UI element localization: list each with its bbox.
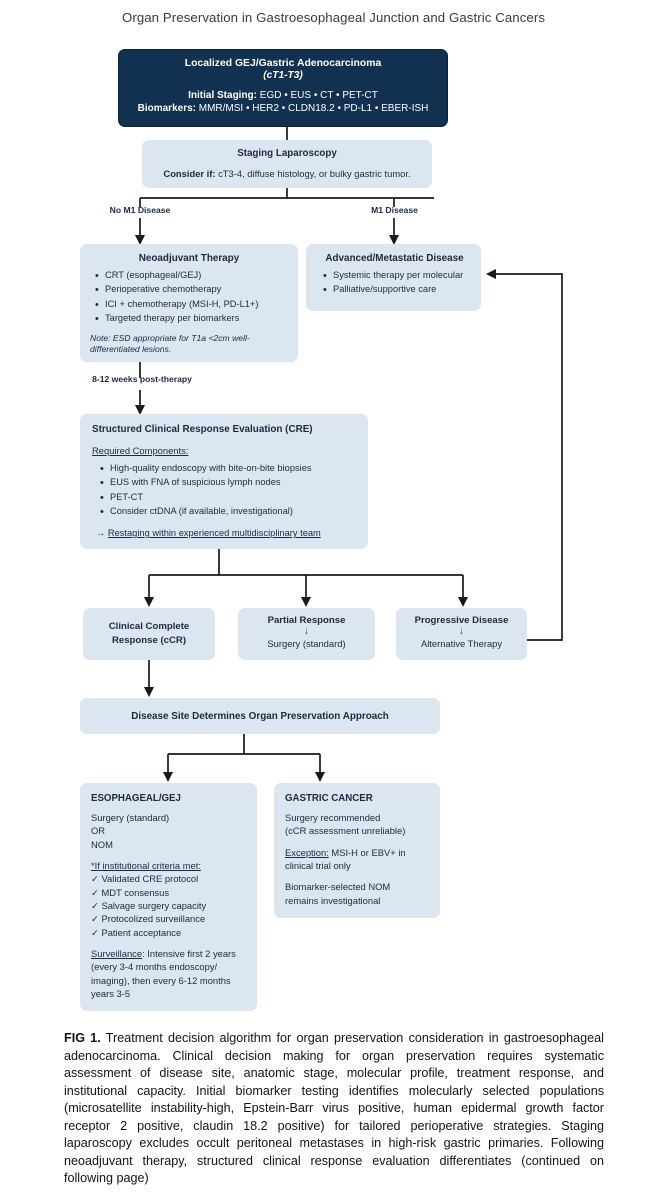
- progressive-action: Alternative Therapy: [420, 638, 503, 650]
- esophageal-criterion: ✓ MDT consensus: [91, 886, 170, 898]
- esophageal-line1: Surgery (standard): [91, 812, 170, 823]
- neoadjuvant-note: Note: ESD appropriate for T1a <2cm well-…: [90, 333, 250, 355]
- esophageal-line3: NOM: [91, 838, 113, 850]
- down-arrow-icon: ↓: [304, 626, 309, 637]
- node-structured-clinical-response-evaluation[interactable]: Structured Clinical Response Evaluation …: [80, 414, 368, 549]
- laparoscopy-title: Staging Laparoscopy: [237, 148, 337, 159]
- advanced-bullet-list: Systemic therapy per molecular Palliativ…: [318, 269, 471, 297]
- gastric-line3: Biomarker-selected NOM: [285, 881, 391, 893]
- gastric-heading: GASTRIC CANCER: [285, 793, 373, 804]
- figure-caption-text: Treatment decision algorithm for organ p…: [64, 1031, 604, 1185]
- primary-staging-value: EGD • EUS • CT • PET-CT: [257, 90, 378, 101]
- connector-lines: [134, 127, 563, 783]
- esophageal-criteria-head: *If institutional criteria met:: [91, 860, 201, 872]
- node-localized-adenocarcinoma[interactable]: Localized GEJ/Gastric Adenocarcinoma (cT…: [118, 49, 448, 127]
- primary-title: Localized GEJ/Gastric Adenocarcinoma: [184, 58, 382, 69]
- primary-staging-label: Initial Staging:: [188, 90, 257, 101]
- ccr-title: Clinical Complete Response (cCR): [108, 621, 190, 646]
- cre-subhead: Required Components:: [92, 445, 189, 456]
- esophageal-heading: ESOPHAGEAL/GEJ: [91, 793, 181, 804]
- primary-biomarkers-label: Biomarkers:: [137, 103, 196, 114]
- primary-biomarkers-value: MMR/MSI • HER2 • CLDN18.2 • PD-L1 • EBER…: [195, 103, 429, 114]
- node-advanced-metastatic-disease[interactable]: Advanced/Metastatic Disease Systemic the…: [306, 244, 481, 311]
- cre-restaging-row: → Restaging within experienced multidisc…: [92, 528, 356, 538]
- list-item: High-quality endoscopy with bite-on-bite…: [100, 462, 356, 476]
- partial-action: Surgery (standard): [267, 638, 346, 650]
- edge-label-m1: M1 Disease: [371, 205, 418, 215]
- esophageal-surveillance-text: : Intensive first 2 years (every 3-4 mon…: [91, 948, 236, 1000]
- down-arrow-icon: ↓: [459, 626, 464, 637]
- progressive-title: Progressive Disease: [414, 615, 509, 626]
- esophageal-surveillance-row: Surveillance: Intensive first 2 years (e…: [91, 947, 246, 1000]
- esophageal-criterion: ✓ Protocolized surveillance: [91, 913, 206, 925]
- list-item: Targeted therapy per biomarkers: [95, 312, 288, 326]
- cre-restaging-text: Restaging within experienced multidiscip…: [107, 528, 321, 539]
- spacer: [91, 939, 246, 947]
- gastric-line2: (cCR assessment unreliable): [285, 825, 406, 837]
- node-esophageal-gej[interactable]: ESOPHAGEAL/GEJ Surgery (standard) OR NOM…: [80, 783, 257, 1011]
- list-item: PET-CT: [100, 491, 356, 505]
- cre-bullet-list: High-quality endoscopy with bite-on-bite…: [92, 462, 356, 519]
- neoadjuvant-bullet-list: CRT (esophageal/GEJ) Perioperative chemo…: [90, 269, 288, 326]
- gastric-line4: remains investigational: [285, 894, 381, 906]
- list-item: CRT (esophageal/GEJ): [95, 269, 288, 283]
- flowchart: No M1 Disease M1 Disease 8-12 weeks post…: [0, 0, 667, 1030]
- laparoscopy-consider-value: cT3-4, diffuse histology, or bulky gastr…: [215, 168, 411, 179]
- esophageal-criterion: ✓ Salvage surgery capacity: [91, 900, 207, 912]
- node-staging-laparoscopy[interactable]: Staging Laparoscopy Consider if: cT3-4, …: [142, 140, 432, 188]
- node-disease-site-determines-approach[interactable]: Disease Site Determines Organ Preservati…: [80, 698, 440, 734]
- partial-title: Partial Response: [267, 615, 346, 626]
- node-gastric-cancer[interactable]: GASTRIC CANCER Surgery recommended (cCR …: [274, 783, 440, 918]
- spacer: [285, 872, 429, 880]
- node-partial-response[interactable]: Partial Response ↓ Surgery (standard): [238, 608, 375, 660]
- laparoscopy-consider-row: Consider if: cT3-4, diffuse histology, o…: [150, 168, 424, 179]
- esophageal-criterion: ✓ Patient acceptance: [91, 926, 182, 938]
- esophageal-surveillance-label: Surveillance: [91, 948, 143, 960]
- list-item: EUS with FNA of suspicious lymph nodes: [100, 476, 356, 490]
- node-progressive-disease[interactable]: Progressive Disease ↓ Alternative Therap…: [396, 608, 527, 660]
- esophageal-line2: OR: [91, 825, 106, 837]
- edge-label-post-therapy: 8-12 weeks post-therapy: [92, 374, 192, 384]
- list-item: Perioperative chemotherapy: [95, 283, 288, 297]
- advanced-title: Advanced/Metastatic Disease: [325, 253, 464, 264]
- gastric-exception-row: Exception: MSI-H or EBV+ in clinical tri…: [285, 846, 429, 873]
- right-arrow-icon: →: [96, 528, 108, 539]
- site-title: Disease Site Determines Organ Preservati…: [131, 710, 389, 722]
- node-clinical-complete-response[interactable]: Clinical Complete Response (cCR): [83, 608, 215, 660]
- list-item: Palliative/supportive care: [323, 283, 471, 297]
- spacer: [285, 838, 429, 846]
- edge-label-no-m1: No M1 Disease: [109, 205, 171, 215]
- spacer: [91, 851, 246, 859]
- laparoscopy-consider-label: Consider if:: [163, 168, 216, 179]
- esophageal-criterion: ✓ Validated CRE protocol: [91, 873, 199, 885]
- cre-title: Structured Clinical Response Evaluation …: [92, 424, 313, 435]
- gastric-line1: Surgery recommended: [285, 812, 381, 823]
- node-neoadjuvant-therapy[interactable]: Neoadjuvant Therapy CRT (esophageal/GEJ)…: [80, 244, 298, 362]
- neoadjuvant-title: Neoadjuvant Therapy: [138, 253, 240, 264]
- gastric-exception-text: MSI-H or EBV+ in clinical trial only: [285, 846, 406, 872]
- primary-biomarkers-row: Biomarkers: MMR/MSI • HER2 • CLDN18.2 • …: [125, 103, 441, 114]
- page-title: Organ Preservation in Gastroesophageal J…: [121, 10, 546, 25]
- figure-caption: FIG 1. Treatment decision algorithm for …: [64, 1030, 604, 1188]
- primary-staging-row: Initial Staging: EGD • EUS • CT • PET-CT: [125, 90, 441, 101]
- figure-number: FIG 1.: [64, 1031, 101, 1045]
- list-item: ICI + chemotherapy (MSI-H, PD-L1+): [95, 298, 288, 312]
- list-item: Systemic therapy per molecular: [323, 269, 471, 283]
- gastric-exception-label: Exception:: [285, 846, 329, 858]
- list-item: Consider ctDNA (if available, investigat…: [100, 505, 356, 519]
- primary-stage: (cT1-T3): [263, 70, 303, 81]
